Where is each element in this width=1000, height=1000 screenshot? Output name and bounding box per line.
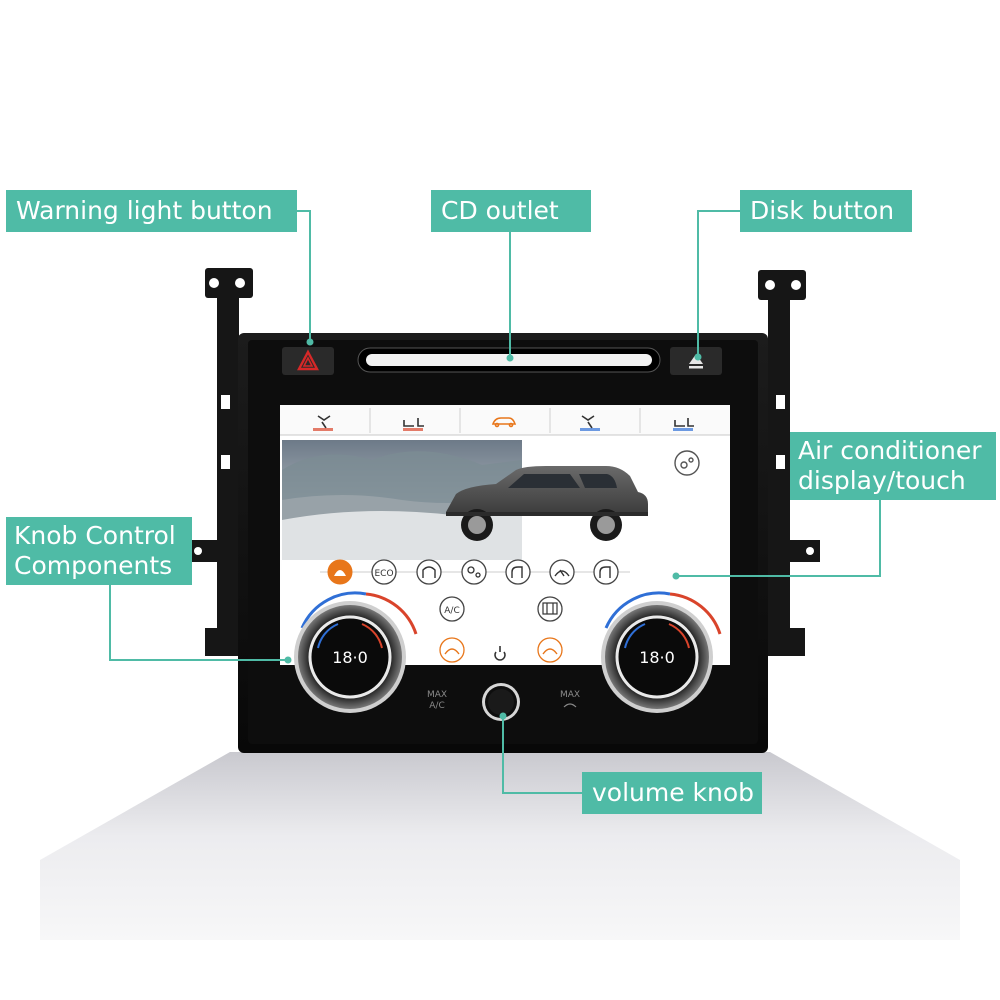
windshield-heat-button[interactable] [537,637,563,663]
top-tab-bar [280,405,730,436]
tab-front-vent[interactable] [313,415,333,431]
recirculation-button[interactable] [416,559,442,585]
range-rover-car-image [446,466,648,541]
callout-knob-control-line2: Components [14,551,173,580]
settings-icon [680,457,694,469]
max-defrost-label: MAX [560,690,580,700]
right-temperature-readout: 18·0 [639,648,675,667]
hazard-icon [297,349,319,371]
windshield-button[interactable] [549,559,575,585]
max-ac-label-bottom: A/C [429,701,444,711]
rear-defrost-button[interactable] [537,596,563,622]
front-defrost-icon [444,648,460,655]
seat-heat-icon [403,418,424,427]
power-icon [494,646,506,661]
car-home-icon [491,417,517,428]
recirculation-icon [422,566,436,578]
seat-icon [511,566,523,578]
eco-label: ECO [374,569,393,579]
tab-seat-heat[interactable] [403,418,424,431]
tab-car-home[interactable] [491,417,517,428]
cd-outlet-opening [366,354,652,366]
seat-vent-icon [599,566,611,578]
callout-disk-button-text: Disk button [750,196,895,225]
callout-air-conditioner-line1: Air conditioner [798,436,982,465]
fan-speed-button[interactable] [461,559,487,585]
settings-button[interactable] [674,450,700,476]
tab-seat-cool[interactable] [673,418,694,431]
volume-knob[interactable] [482,683,520,721]
windshield-icon [554,569,570,577]
callout-cd-outlet-text: CD outlet [441,196,559,225]
windshield-heat-icon [542,648,558,655]
fan-speed-icon [467,566,481,578]
rear-vent-icon [581,415,595,429]
left-temperature-readout: 18·0 [332,648,368,667]
seat-vent-button[interactable] [593,559,619,585]
ac-button[interactable]: A/C [439,596,465,622]
seat-cool-icon [674,418,694,427]
tab-rear-vent[interactable] [580,415,600,431]
max-defrost-icon [563,703,577,708]
callout-warning-light-button: Warning light button [6,190,297,232]
callout-disk-button: Disk button [740,190,912,232]
front-defrost-button[interactable] [439,637,465,663]
right-temperature-dial[interactable]: 18·0 [601,591,722,713]
ac-label: A/C [444,606,459,616]
max-ac-label-top: MAX [427,690,447,700]
seat-button[interactable] [505,559,531,585]
callout-cd-outlet: CD outlet [431,190,591,232]
callout-volume-knob-text: volume knob [592,778,755,807]
callout-knob-control: Knob Control Components [6,517,192,585]
callout-knob-control-line1: Knob Control [14,521,176,550]
callout-warning-light-button-text: Warning light button [16,196,273,225]
callout-air-conditioner: Air conditioner display/touch [790,432,996,500]
left-temperature-dial[interactable]: 18·0 [294,591,418,713]
callout-air-conditioner-line2: display/touch [798,466,966,495]
auto-fan-button[interactable] [327,559,353,585]
warning-light-button[interactable] [282,347,334,375]
callout-volume-knob: volume knob [582,772,762,814]
front-vent-icon [317,415,331,429]
auto-fan-icon [334,570,346,576]
eco-button[interactable]: ECO [371,559,397,585]
rear-defrost-icon [542,602,558,615]
left-mounting-bracket [190,268,253,656]
